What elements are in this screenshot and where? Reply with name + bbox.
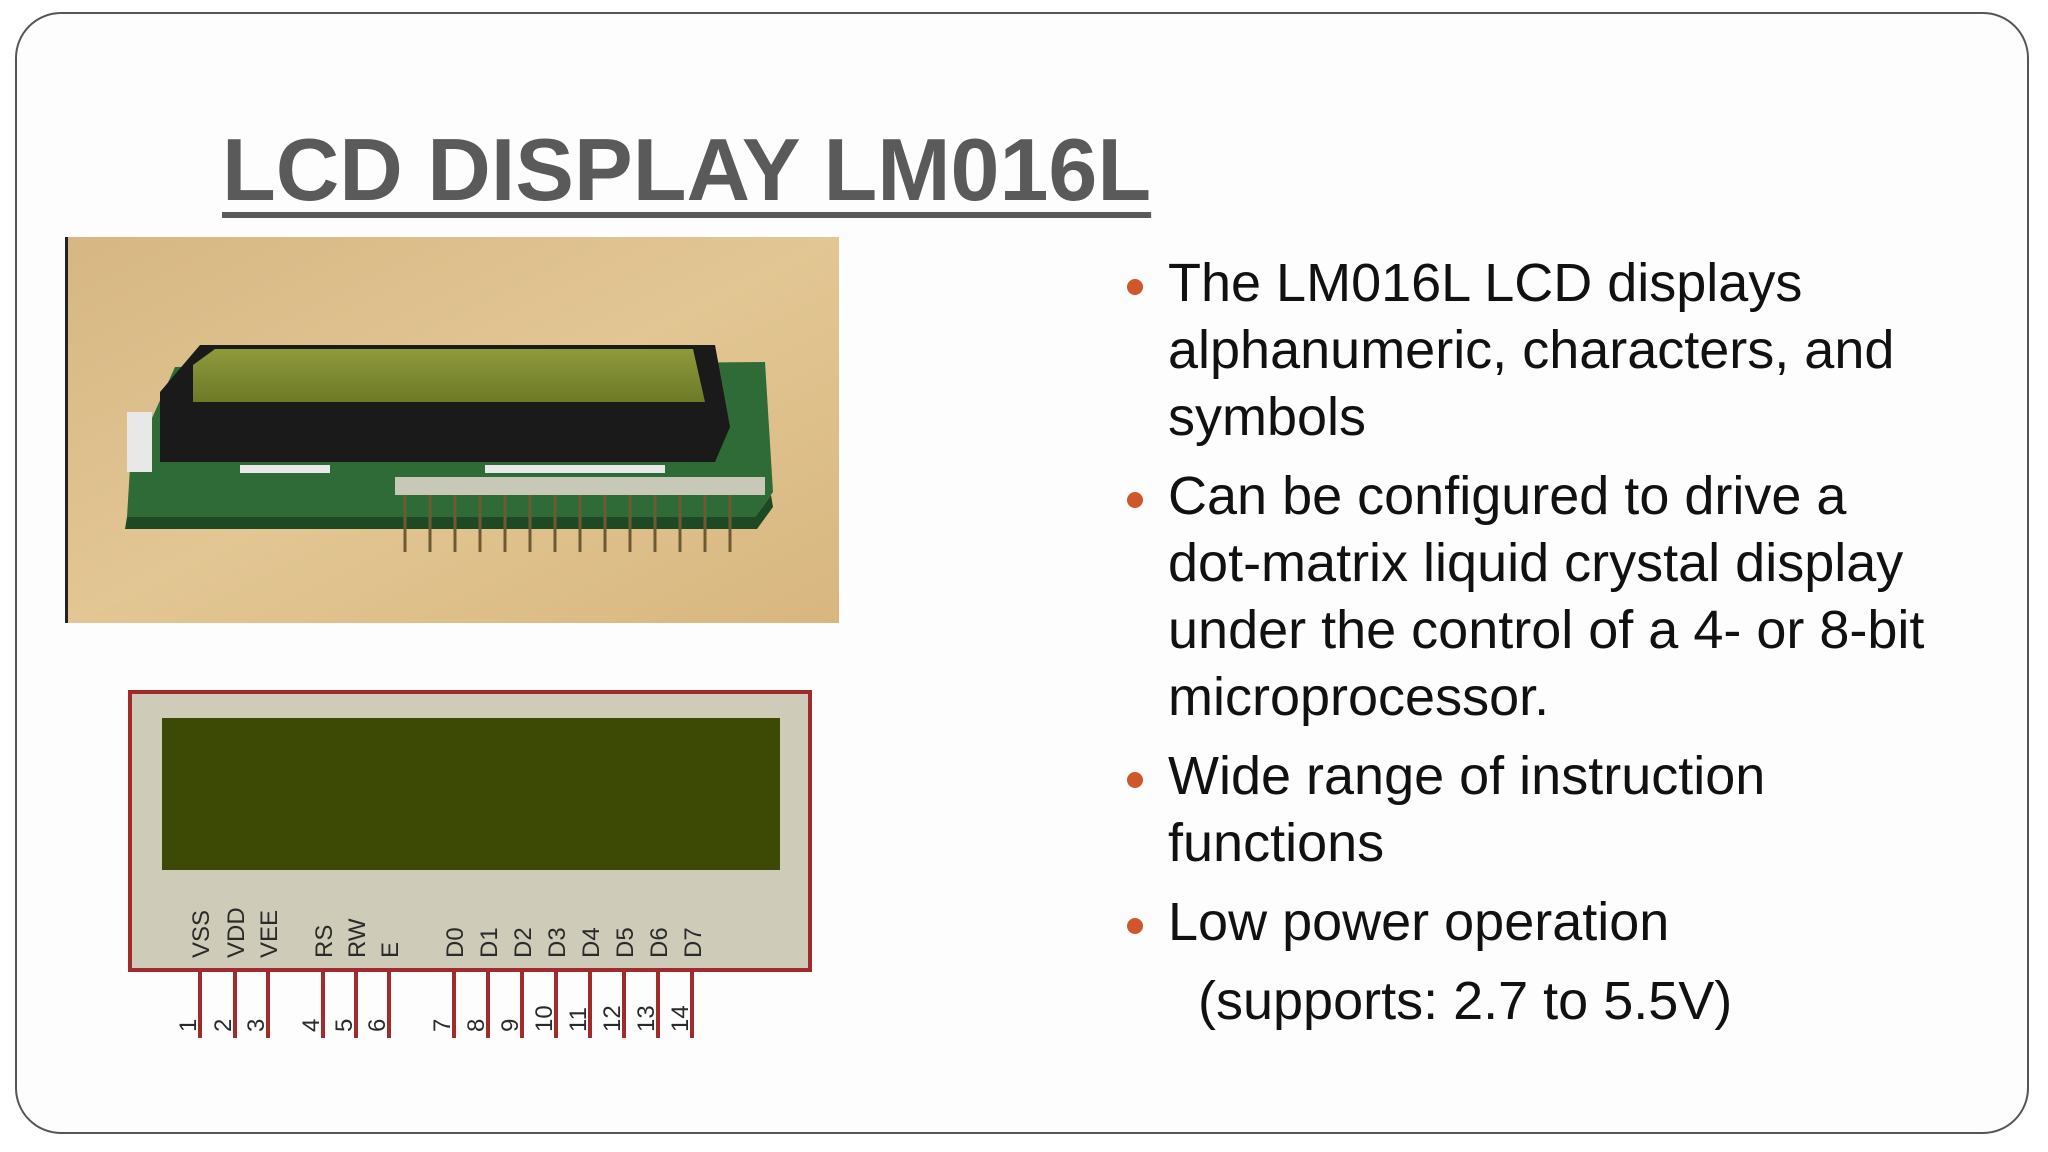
lcd-module-photo [65,237,839,623]
pin-number: 14 [667,1005,694,1032]
pin-label: D3 [544,927,571,958]
bullet-item: Can be configured to drive a dot-matrix … [1122,463,1942,731]
pin-label: D6 [646,927,673,958]
bullet-dot-icon [1127,279,1143,295]
voltage-note: (supports: 2.7 to 5.5V) [1198,971,1733,1031]
bullet-text: Wide range of instruction functions [1168,746,1766,873]
pin-number: 6 [364,1019,391,1032]
pin-number: 4 [298,1019,325,1032]
slide-title: LCD DISPLAY LM016L [222,120,1152,219]
bullet-dot-icon [1127,918,1143,934]
pin-number: 7 [429,1019,456,1032]
bullet-item: Low power operation [1122,889,1942,956]
pin-label: D4 [578,927,605,958]
pin-number: 9 [497,1019,524,1032]
bullet-dot-icon [1127,772,1143,788]
bullet-text: Low power operation [1168,892,1670,952]
pin-label: VSS [188,910,215,958]
pin-label: E [377,942,404,958]
pin-number: 5 [331,1019,358,1032]
pin-number: 2 [210,1019,237,1032]
pin-number: 12 [599,1005,626,1032]
bullet-text: Can be configured to drive a dot-matrix … [1168,466,1925,727]
pin-number: 13 [633,1005,660,1032]
pin-label: VEE [256,910,283,958]
pin-number: 3 [243,1019,270,1032]
bullet-dot-icon [1127,492,1143,508]
bullet-list: The LM016L LCD displays alphanumeric, ch… [1122,250,1942,968]
pin-label: D7 [680,927,707,958]
bullet-item: Wide range of instruction functions [1122,743,1942,877]
bullet-item: The LM016L LCD displays alphanumeric, ch… [1122,250,1942,451]
pin-number: 8 [463,1019,490,1032]
pin-label: RW [344,918,371,958]
pin-label: VDD [223,907,250,958]
schematic-screen [162,718,780,870]
pin-label: RS [311,925,338,958]
pin-label: D5 [612,927,639,958]
pin-number: 1 [175,1019,202,1032]
pin-label: D0 [442,927,469,958]
pin-number: 10 [531,1005,558,1032]
bullet-text: The LM016L LCD displays alphanumeric, ch… [1168,253,1895,447]
pin-label: D1 [476,927,503,958]
pin-label: D2 [510,927,537,958]
pin-number: 11 [565,1007,592,1032]
lcd-schematic: VSS 1 VDD 2 VEE 3 RS 4 RW 5 E 6 D0 7 D1 8 D2 9 D3 10 D4 11 D5 1… [128,690,812,1038]
